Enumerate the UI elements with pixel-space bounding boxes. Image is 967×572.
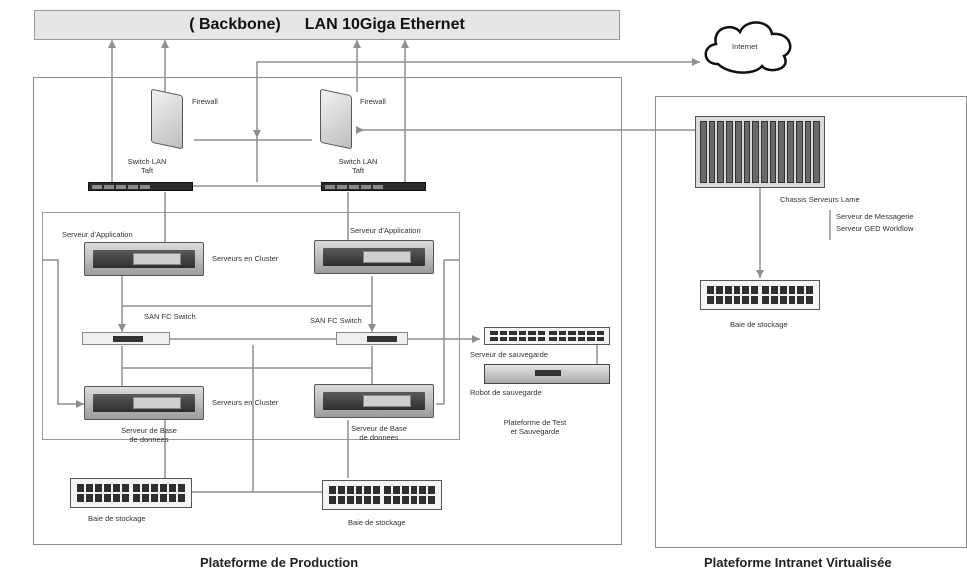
backbone-label: ( Backbone) [189, 16, 281, 33]
switch-left-label: Switch LAN Taft [117, 157, 177, 175]
intranet-caption: Plateforme Intranet Virtualisée [704, 555, 892, 570]
internet-cloud-icon [704, 21, 792, 74]
production-platform-panel [33, 77, 622, 545]
switch-right-label-line1: Switch LAN [338, 157, 378, 166]
storage-left-icon [70, 478, 192, 508]
blade-chassis-label: Chassis Serveurs Lame [780, 195, 860, 204]
mail-server-label: Serveur de Messagerie [836, 212, 914, 221]
app-server-left-label: Serveur d'Application [62, 230, 133, 239]
db-server-left-label-line1: Serveur de Base [121, 426, 177, 435]
cluster-bottom-label: Serveurs en Cluster [212, 398, 279, 407]
cluster-zone [42, 212, 460, 440]
db-server-left-label: Serveur de Base de donnees [104, 426, 194, 444]
storage-right-label: Baie de stockage [348, 518, 406, 527]
backbone-bar: ( Backbone) LAN 10Giga Ethernet [34, 10, 620, 40]
san-switch-left-icon [82, 332, 170, 345]
app-server-right-icon [314, 240, 434, 274]
firewall-left-label: Firewall [192, 97, 218, 106]
firewall-right-label: Firewall [360, 97, 386, 106]
internet-label: Internet [732, 42, 758, 51]
lan-switch-left-icon [88, 182, 193, 191]
san-switch-right-label: SAN FC Switch [310, 316, 362, 325]
db-server-left-label-line2: de donnees [129, 435, 169, 444]
intranet-storage-icon [700, 280, 820, 310]
db-server-right-label-line1: Serveur de Base [351, 424, 407, 433]
switch-right-label: Switch LAN Taft [328, 157, 388, 175]
backbone-lan-label: LAN 10Giga Ethernet [304, 16, 465, 33]
db-server-right-label: Serveur de Base de donnees [334, 424, 424, 442]
firewall-left-icon [151, 88, 183, 150]
intranet-storage-label: Baie de stockage [730, 320, 788, 329]
app-server-right-label: Serveur d'Application [350, 226, 421, 235]
db-server-left-icon [84, 386, 204, 420]
test-platform-label-line1: Plateforme de Test [503, 418, 567, 427]
db-server-right-icon [314, 384, 434, 418]
backup-server-label: Serveur de sauvegarde [470, 350, 548, 359]
switch-left-label-line1: Switch LAN [127, 157, 167, 166]
backup-robot-icon [484, 364, 610, 384]
san-switch-left-label: SAN FC Switch [144, 312, 196, 321]
firewall-right-icon [320, 88, 352, 150]
storage-right-icon [322, 480, 442, 510]
app-server-left-icon [84, 242, 204, 276]
ged-server-label: Serveur GED Workflow [836, 224, 914, 233]
backup-robot-label: Robot de sauvegarde [470, 388, 542, 397]
production-caption: Plateforme de Production [200, 555, 359, 570]
lan-switch-right-icon [321, 182, 426, 191]
switch-right-label-line2: Taft [351, 166, 365, 175]
cluster-top-label: Serveurs en Cluster [212, 254, 279, 263]
switch-left-label-line2: Taft [140, 166, 154, 175]
storage-left-label: Baie de stockage [88, 514, 146, 523]
san-switch-right-icon [336, 332, 408, 345]
blade-chassis-icon [695, 116, 825, 188]
test-platform-label-line2: et Sauvegarde [510, 427, 560, 436]
test-platform-label: Plateforme de Test et Sauvegarde [494, 418, 576, 436]
db-server-right-label-line2: de donnees [359, 433, 399, 442]
backup-server-icon [484, 327, 610, 345]
